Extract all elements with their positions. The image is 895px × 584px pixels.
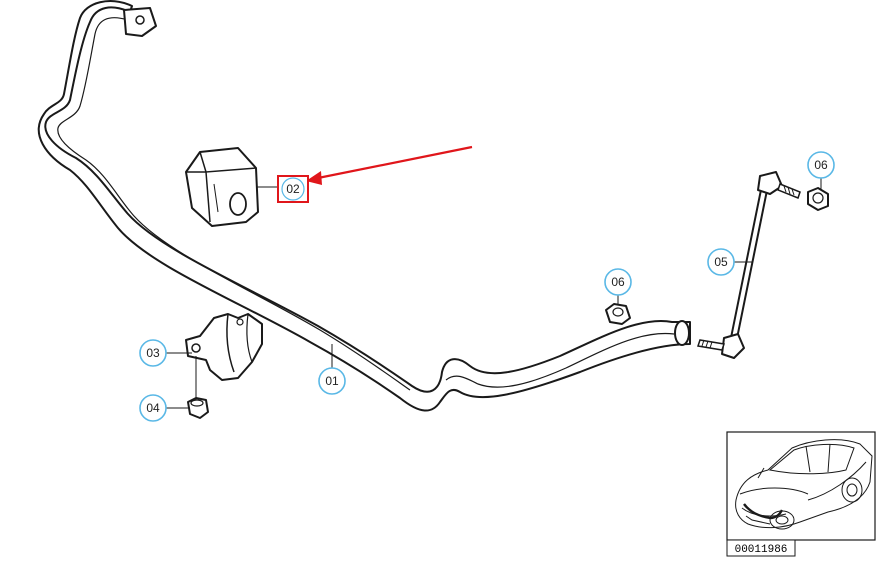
rubber-mounting-part[interactable] xyxy=(185,147,259,227)
callout-04[interactable]: 04 xyxy=(139,394,167,422)
callout-06-upper[interactable]: 06 xyxy=(807,151,835,179)
collar-nut-part-upper[interactable] xyxy=(807,187,829,211)
svg-text:03: 03 xyxy=(146,346,160,360)
svg-text:02: 02 xyxy=(286,182,300,196)
svg-text:06: 06 xyxy=(814,158,828,172)
car-thumbnail-stabilizer-highlight xyxy=(743,503,784,520)
self-locking-nut-part[interactable] xyxy=(187,397,209,419)
stabilizer-link-part[interactable] xyxy=(697,171,801,359)
callout-06-lower[interactable]: 06 xyxy=(604,268,632,296)
svg-text:06: 06 xyxy=(611,275,625,289)
callout-02[interactable]: 02 xyxy=(277,175,309,203)
svg-text:01: 01 xyxy=(325,374,339,388)
collar-nut-part-lower[interactable] xyxy=(605,303,631,325)
reference-number-box: 00011986 xyxy=(726,539,796,557)
stabilizer-bar[interactable] xyxy=(37,0,691,412)
callout-03[interactable]: 03 xyxy=(139,339,167,367)
svg-text:05: 05 xyxy=(714,255,728,269)
callout-01[interactable]: 01 xyxy=(318,367,346,395)
holder-bracket-part[interactable] xyxy=(185,313,263,381)
svg-text:04: 04 xyxy=(146,401,160,415)
reference-number: 00011986 xyxy=(735,544,788,556)
highlight-arrow xyxy=(306,145,473,185)
car-thumbnail xyxy=(726,431,876,541)
callout-05[interactable]: 05 xyxy=(707,248,735,276)
